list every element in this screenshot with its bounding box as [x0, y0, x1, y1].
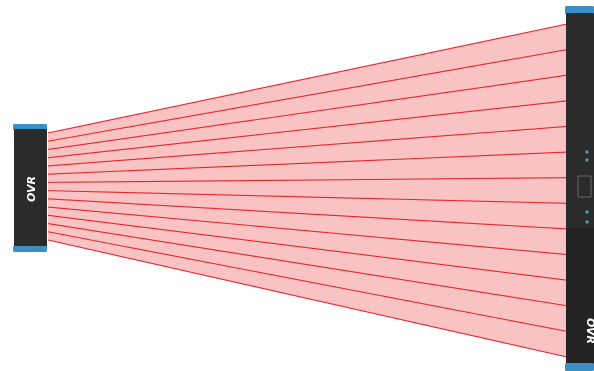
receiver-status-led-bottom: [585, 220, 588, 223]
receiver-brand-label: OVR: [584, 318, 594, 344]
emitter-brand-label: OVR: [25, 176, 38, 202]
receiver-unit: OVR: [565, 6, 594, 371]
receiver-status-led-top: [585, 150, 588, 153]
receiver-top-cap: [565, 6, 594, 14]
receiver-status-led-second: [585, 158, 588, 161]
emitter-unit: OVR: [13, 124, 47, 252]
emitter-bottom-cap: [13, 246, 47, 252]
receiver-bottom-cap: [565, 363, 594, 371]
receiver-status-led-third: [585, 210, 588, 213]
beam-fan: [48, 24, 567, 357]
